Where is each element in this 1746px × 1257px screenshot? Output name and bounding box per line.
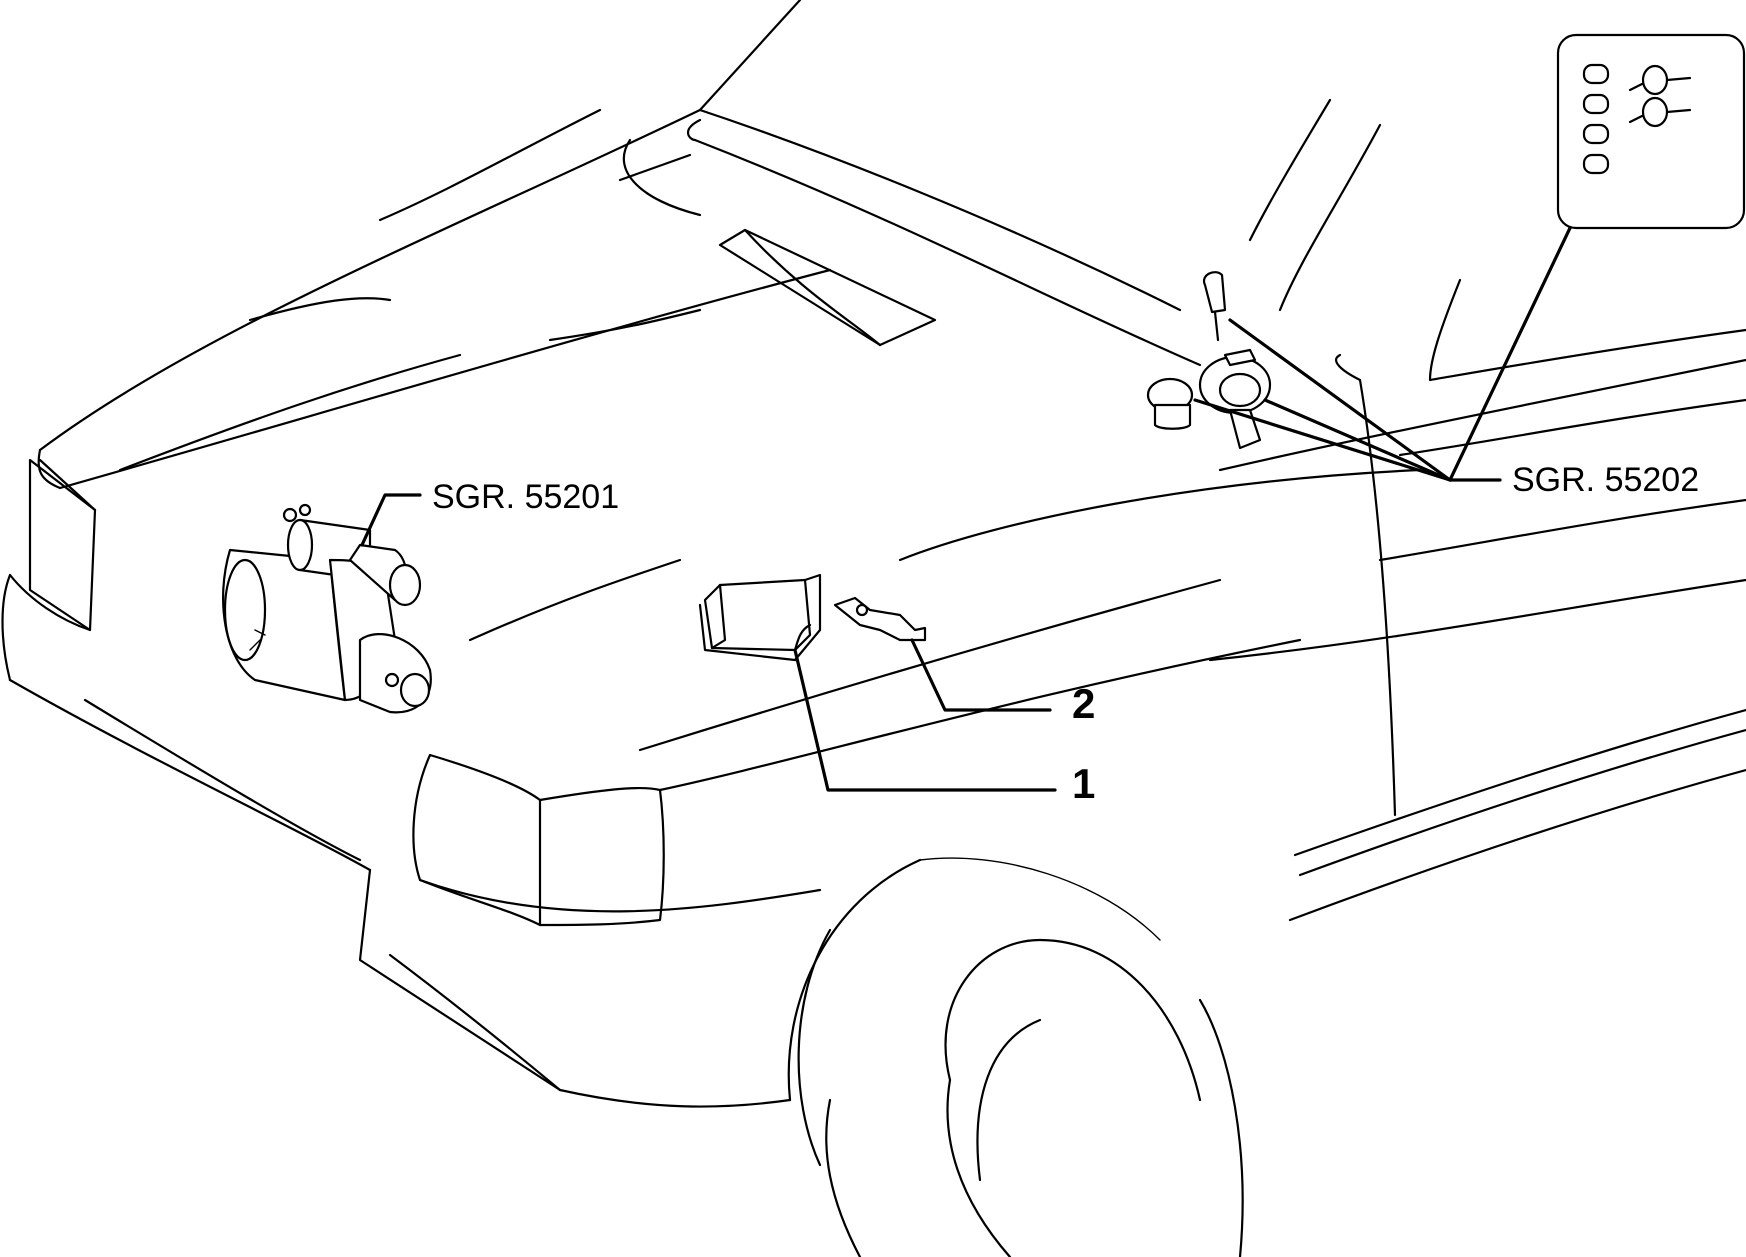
inset-barrels [1582, 63, 1610, 175]
ignition-lock-set [1146, 271, 1272, 450]
callout-number-2: 2 [1072, 680, 1095, 727]
reference-label-sgr-55202: SGR. 55202 [1512, 461, 1699, 499]
callout-number-1: 1 [1072, 760, 1095, 807]
relay-unit-part-1 [698, 573, 822, 662]
reference-label-sgr-55201: SGR. 55201 [432, 478, 619, 516]
leader-lines [360, 226, 1572, 792]
mounting-bracket-part-2 [833, 596, 927, 642]
starter-motor [222, 503, 432, 714]
inset-keys [1628, 64, 1692, 128]
lock-parts-inset [1556, 33, 1746, 230]
